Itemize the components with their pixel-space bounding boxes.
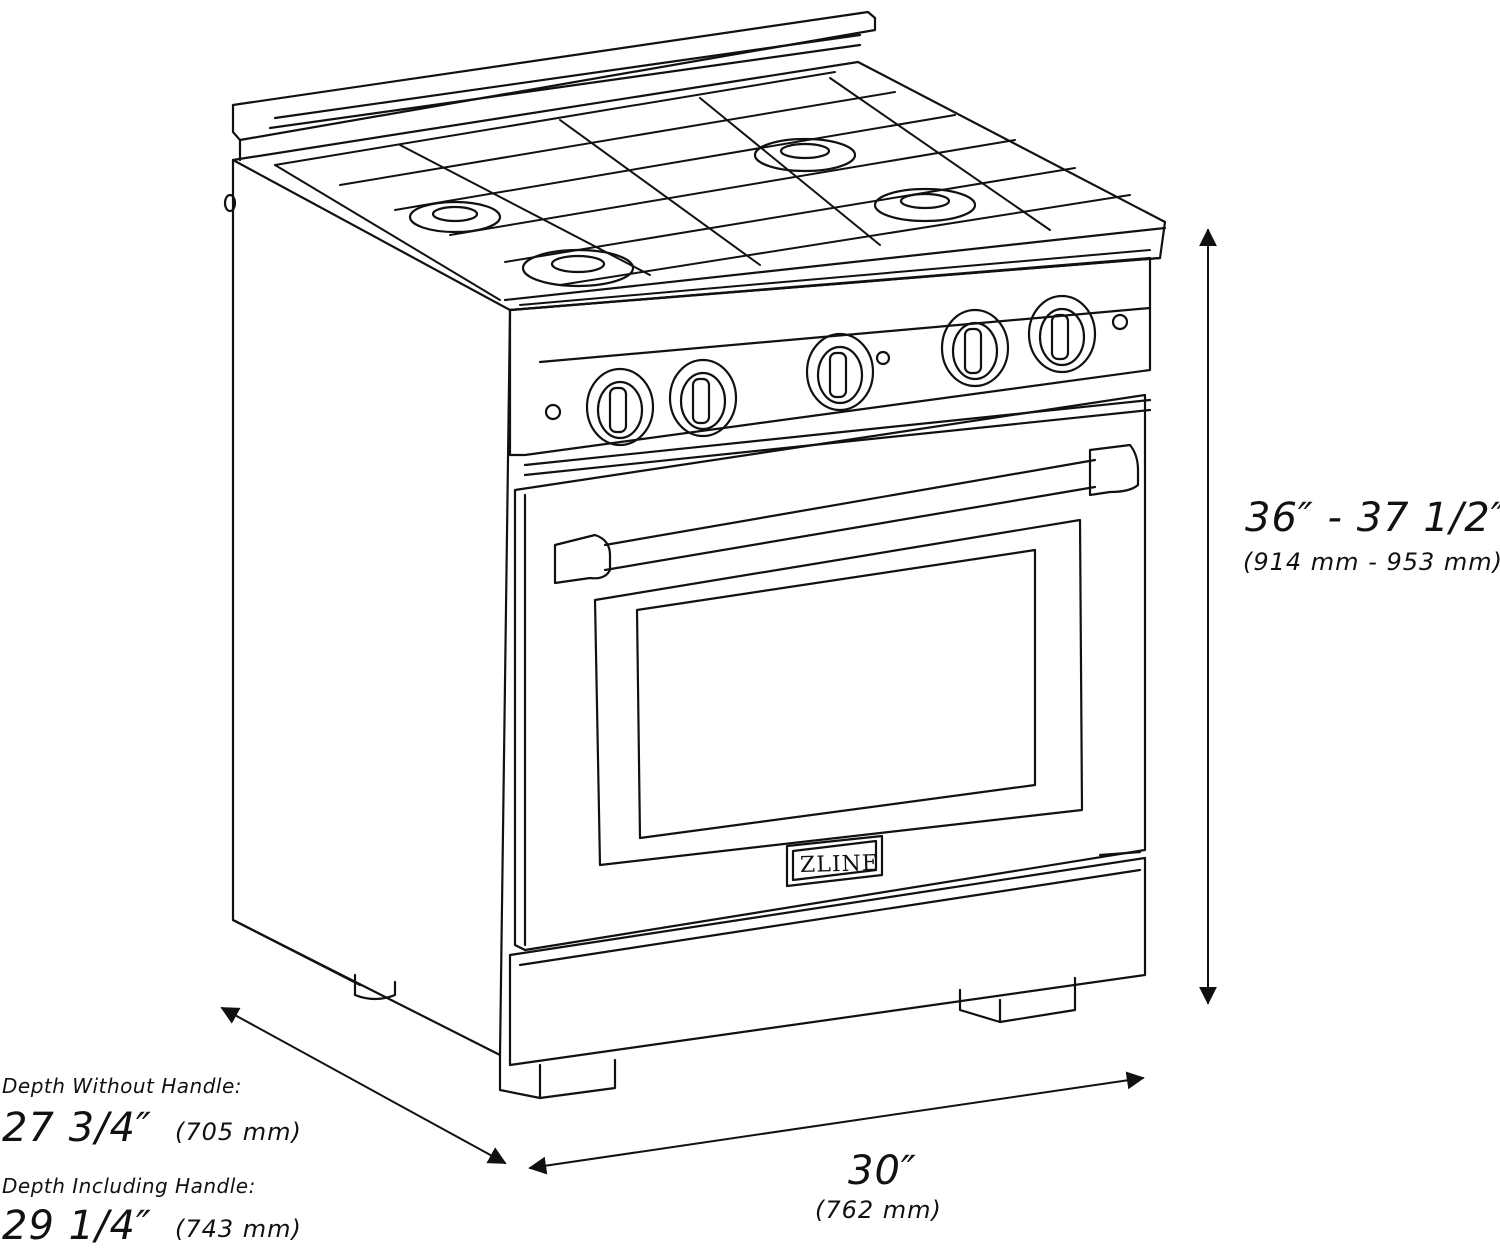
dimension-arrows <box>220 228 1217 1175</box>
depth-including-handle-label: Depth Including Handle: <box>2 1174 256 1198</box>
burner-grates <box>274 71 1151 306</box>
depth-without-handle-mm: (705 mm) <box>175 1118 302 1146</box>
height-mm: (914 mm - 953 mm) <box>1243 548 1500 576</box>
depth-without-handle-label: Depth Without Handle: <box>2 1074 243 1098</box>
oven-door <box>513 393 1147 952</box>
brand-badge: ZLINE <box>799 850 880 879</box>
depth-including-handle-inches: 29 1/4″ <box>2 1203 152 1249</box>
width-mm: (762 mm) <box>815 1196 942 1224</box>
burners <box>408 137 977 288</box>
depth-without-handle-inches: 27 3/4″ <box>2 1105 152 1151</box>
width-arrow <box>528 1071 1145 1175</box>
brand-badge-plate <box>785 834 884 888</box>
kick-plate <box>508 850 1147 1067</box>
back-rail <box>231 10 877 162</box>
door-handle <box>553 443 1140 585</box>
feet <box>498 976 1077 1100</box>
depth-arrow <box>220 1007 507 1164</box>
knobs <box>544 294 1129 447</box>
height-inches: 36″ - 37 1/2″ <box>1245 495 1500 541</box>
depth-including-handle-mm: (743 mm) <box>175 1215 302 1243</box>
side-panel <box>223 158 512 1057</box>
cooktop <box>231 60 1167 312</box>
width-inches: 30″ <box>848 1148 917 1194</box>
